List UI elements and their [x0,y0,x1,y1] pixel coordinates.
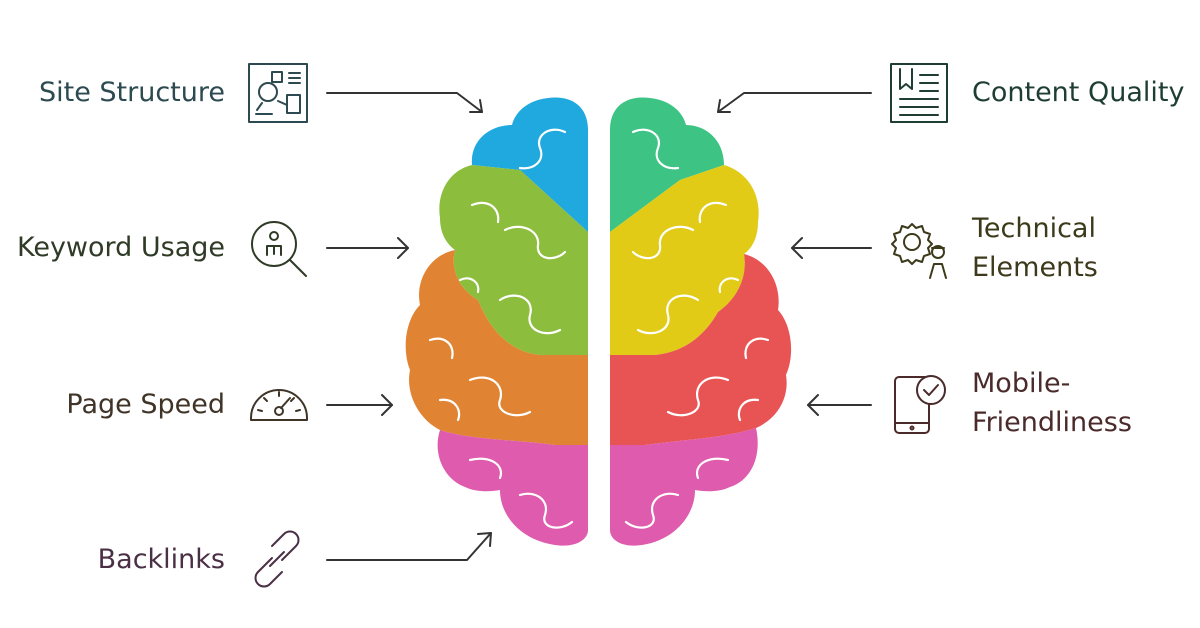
brain-lobe-blue [471,97,588,232]
speedometer-icon [250,389,308,421]
label-site-structure: Site Structure [38,77,225,108]
brain-lobe-pink-right [610,428,758,546]
arrow-site-structure [326,92,483,113]
site-structure-icon [248,63,308,123]
label-mobile-friendliness: Mobile- Friendliness [972,364,1132,442]
brain-lobe-yellow [610,165,759,355]
label-line: Mobile- [972,368,1071,399]
brain-lobe-pink [437,430,588,546]
label-technical-elements: Technical Elements [972,209,1098,287]
gear-worker-icon [891,223,947,279]
label-keyword-usage: Keyword Usage [16,232,225,263]
arrow-mobile-friendliness [807,394,872,416]
label-content-quality: Content Quality [972,73,1184,112]
brain-lobe-orange [405,250,588,445]
label-line: Friendliness [972,407,1132,438]
arrow-backlinks [326,532,492,561]
connector-arrows [326,92,872,561]
chain-link-icon [254,530,300,588]
arrow-keyword-usage [326,237,409,259]
label-line: Technical [972,213,1096,244]
brain-lobe-green [439,165,588,355]
label-backlinks: Backlinks [97,544,225,575]
label-line: Elements [972,252,1098,283]
brain-folds [428,128,770,529]
label-page-speed: Page Speed [66,389,225,420]
arrow-page-speed [326,394,393,416]
arrow-technical-elements [791,237,872,259]
brain-right-hemisphere [610,97,792,546]
label-line: Content Quality [972,77,1185,108]
brain-lobe-red [610,254,792,445]
document-icon [890,63,948,123]
keyword-search-icon [251,221,307,277]
brain-left-hemisphere [405,97,588,546]
mobile-check-icon [894,375,946,434]
arrow-content-quality [717,92,872,113]
